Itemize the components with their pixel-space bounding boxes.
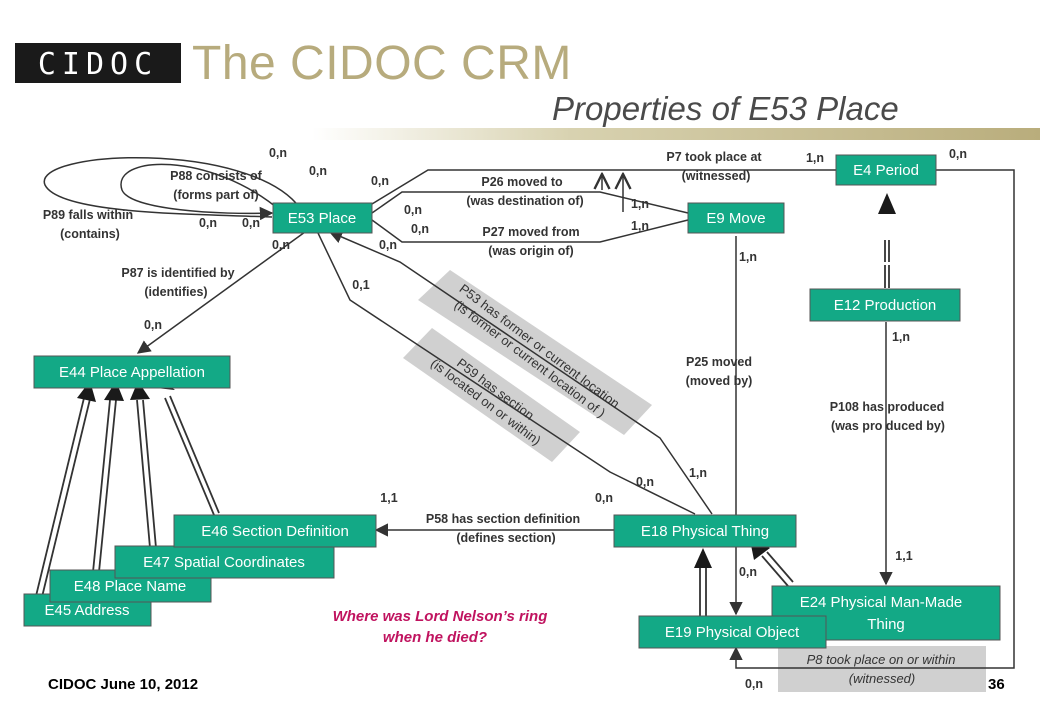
isa-e19-e18 [694, 548, 712, 618]
p88-loop [120, 163, 283, 221]
isa-e47-e44 [130, 381, 157, 549]
card-e24-top: 1,1 [895, 549, 912, 563]
card-e19-top: 0,n [739, 565, 757, 579]
isa-e46-e44 [156, 378, 220, 516]
p89-label-2: (contains) [60, 227, 120, 241]
svg-text:E48 Place Name: E48 Place Name [74, 578, 187, 595]
p25-label-2: (moved by) [686, 374, 753, 388]
card-p8-bottom: 0,n [745, 677, 763, 691]
card-p58-right: 0,n [595, 491, 613, 505]
card-p26-left: 0,n [404, 203, 422, 217]
svg-text:E47 Spatial Coordinates: E47 Spatial Coordinates [143, 554, 305, 571]
svg-text:Thing: Thing [867, 616, 905, 633]
p59-box [403, 328, 580, 462]
svg-text:E12 Production: E12 Production [834, 297, 937, 314]
p87-line [136, 231, 306, 354]
node-e44-place-appellation: E44 Place Appellation [33, 355, 231, 389]
p8-line [729, 169, 1015, 669]
card-p58-left: 1,1 [380, 491, 397, 505]
p7-label-1: P7 took place at [666, 150, 762, 164]
card-p53-bottom: 1,n [689, 466, 707, 480]
card-p89-a: 0,n [199, 216, 217, 230]
question-line-1: Where was Lord Nelson’s ring [333, 608, 548, 625]
card-p27-left: 0,n [411, 222, 429, 236]
p26-line [371, 191, 689, 214]
p8-label-1: P8 took place on or within [807, 652, 956, 667]
node-e53-place: E53 Place [272, 202, 373, 234]
p108-label-2: (was pro duced by) [831, 419, 945, 433]
card-p89-b: 0,n [242, 216, 260, 230]
e12-isa-e4-head [878, 193, 896, 214]
svg-text:E53 Place: E53 Place [288, 210, 356, 227]
node-e46-section-definition: E46 Section Definition [173, 514, 377, 548]
page-subtitle: Properties of E53 Place [552, 90, 899, 127]
card-p87-bottom: 0,n [144, 318, 162, 332]
p89-loop [43, 156, 301, 218]
node-e12-production: E12 Production [809, 288, 961, 322]
node-e47-spatial-coordinates: E47 Spatial Coordinates [114, 545, 335, 579]
p7-label-2: (witnessed) [682, 169, 751, 183]
svg-text:E44 Place Appellation: E44 Place Appellation [59, 364, 205, 381]
svg-text:E9 Move: E9 Move [706, 210, 765, 227]
p88-label-1: P88 consists of [170, 169, 263, 183]
p26-label-1: P26 moved to [481, 175, 563, 189]
question-line-2: when he died? [383, 629, 487, 646]
card-p53-top: 0,1 [352, 278, 369, 292]
card-e53-br: 0,n [379, 238, 397, 252]
node-e19-physical-object: E19 Physical Object [638, 615, 827, 649]
p8-box [778, 646, 986, 692]
p27-line [371, 219, 689, 243]
p58-label-2: (defines section) [456, 531, 555, 545]
p27-label-1: P27 moved from [482, 225, 579, 239]
card-p26-right: 1,n [631, 197, 649, 211]
svg-text:E46 Section Definition: E46 Section Definition [201, 523, 349, 540]
p59-line [317, 232, 696, 515]
p58-label-1: P58 has section definition [426, 512, 580, 526]
card-p59-bottom: 0,n [636, 475, 654, 489]
card-e53-bl: 0,n [272, 238, 290, 252]
p25-label-1: P25 moved [686, 355, 752, 369]
title-rule [0, 128, 1040, 140]
svg-text:E24 Physical Man-Made: E24 Physical Man-Made [800, 594, 963, 611]
card-e12-below: 1,n [892, 330, 910, 344]
card-p7-right: 1,n [806, 151, 824, 165]
node-e9-move: E9 Move [687, 202, 785, 234]
card-p27-right: 1,n [631, 219, 649, 233]
p87-label-2: (identifies) [144, 285, 207, 299]
card-e9-below: 1,n [739, 250, 757, 264]
svg-text:E45 Address: E45 Address [44, 602, 129, 619]
card-e53-top: 0,n [371, 174, 389, 188]
card-p88-top: 0,n [269, 146, 287, 160]
svg-text:E18 Physical Thing: E18 Physical Thing [641, 523, 769, 540]
p53-line [328, 230, 713, 515]
p7-line [371, 169, 836, 205]
node-e18-physical-thing: E18 Physical Thing [613, 514, 797, 548]
p88-label-2: (forms part of) [173, 188, 258, 202]
isa-e45-e44 [35, 381, 96, 598]
node-e4-period: E4 Period [835, 154, 937, 186]
logo-text: CIDOC [38, 47, 158, 82]
svg-text:E19 Physical Object: E19 Physical Object [665, 624, 800, 641]
page-title: The CIDOC CRM [192, 37, 572, 90]
p89-label-1: P89 falls within [43, 208, 133, 222]
cidoc-logo: CIDOC [15, 43, 181, 83]
p26-label-2: (was destination of) [466, 194, 583, 208]
card-e4-right: 0,n [949, 147, 967, 161]
isa-e48-e44 [92, 381, 124, 573]
p27-label-2: (was origin of) [488, 244, 573, 258]
p108-label-1: P108 has produced [830, 400, 945, 414]
p87-label-1: P87 is identified by [121, 266, 234, 280]
page-number: 36 [988, 676, 1005, 693]
card-p88-right: 0,n [309, 164, 327, 178]
svg-text:E4 Period: E4 Period [853, 162, 919, 179]
footer-date: CIDOC June 10, 2012 [48, 676, 199, 693]
p8-label-2: (witnessed) [849, 671, 915, 686]
